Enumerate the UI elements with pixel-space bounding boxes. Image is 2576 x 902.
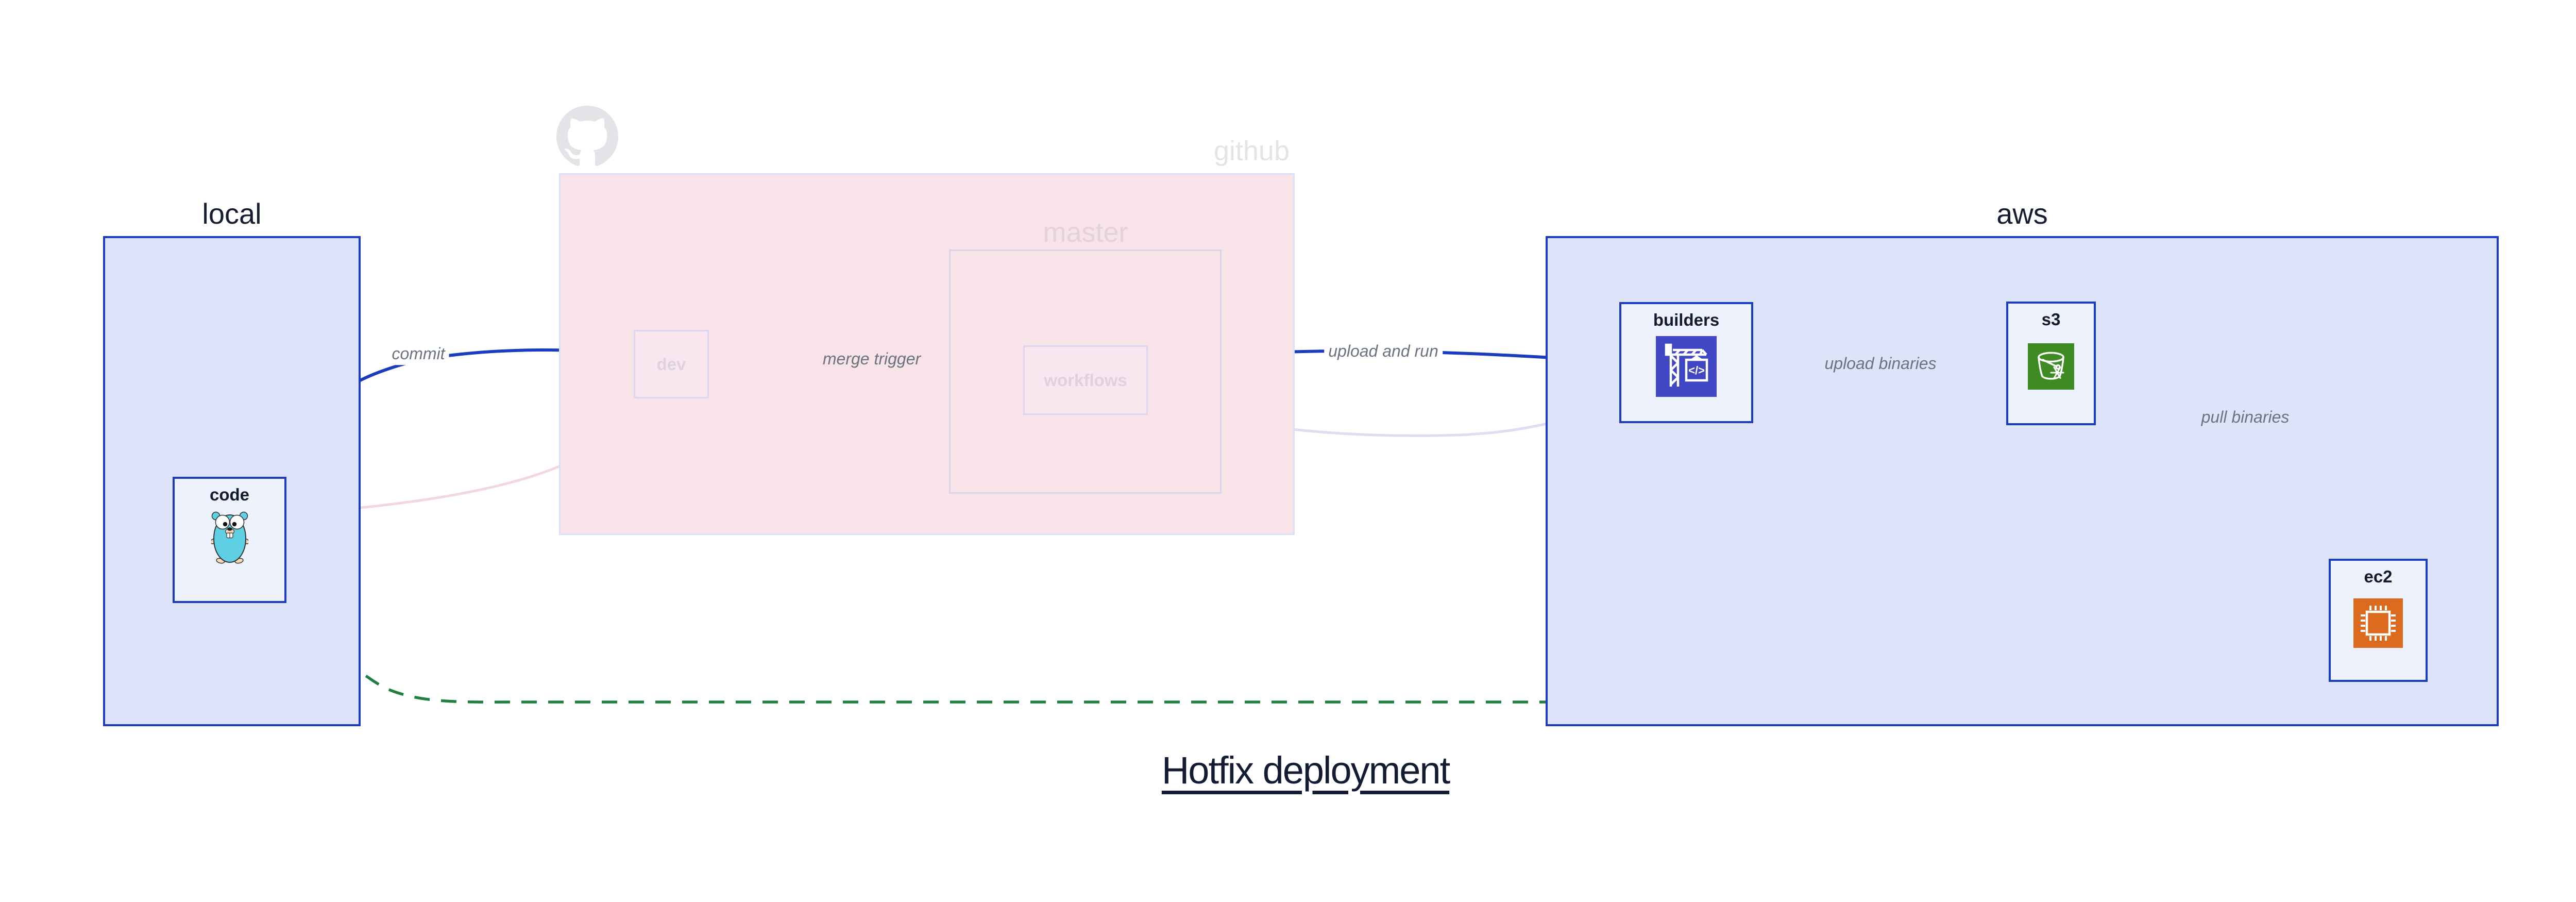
codebuild-crane-icon: </> xyxy=(1656,336,1717,399)
node-dev: dev xyxy=(634,330,709,398)
node-ec2-label: ec2 xyxy=(2364,567,2393,586)
node-workflows: workflows xyxy=(1023,345,1148,415)
diagram-title: Hotfix deployment xyxy=(1161,749,1450,792)
go-gopher-icon xyxy=(210,509,249,567)
edge-label-pull-binaries: pull binaries xyxy=(2197,407,2294,428)
master-branch-label: master xyxy=(1043,217,1128,248)
local-group-label: local xyxy=(202,197,262,230)
edge-label-upload-binaries: upload binaries xyxy=(1820,353,1941,375)
node-code: code xyxy=(173,477,286,603)
node-s3: s3 xyxy=(2006,302,2096,425)
master-branch-box xyxy=(949,249,1222,494)
github-octocat-icon xyxy=(556,106,618,170)
node-code-label: code xyxy=(209,485,250,504)
github-group-label: github xyxy=(1213,136,1290,166)
aws-group-label: aws xyxy=(1996,197,2048,230)
node-ec2: ec2 xyxy=(2329,559,2428,682)
node-s3-label: s3 xyxy=(2041,310,2061,329)
node-dev-label: dev xyxy=(656,354,686,374)
ec2-chip-icon xyxy=(2353,598,2403,650)
svg-text:</>: </> xyxy=(1688,364,1705,377)
edge-label-commit: commit xyxy=(387,343,449,365)
node-workflows-label: workflows xyxy=(1044,370,1127,390)
s3-bucket-icon xyxy=(2028,343,2074,392)
edge-label-merge-trigger: merge trigger xyxy=(818,348,925,370)
node-builders: builders </> xyxy=(1619,302,1753,423)
node-builders-label: builders xyxy=(1653,310,1720,329)
edge-label-upload-and-run: upload and run xyxy=(1324,341,1443,362)
